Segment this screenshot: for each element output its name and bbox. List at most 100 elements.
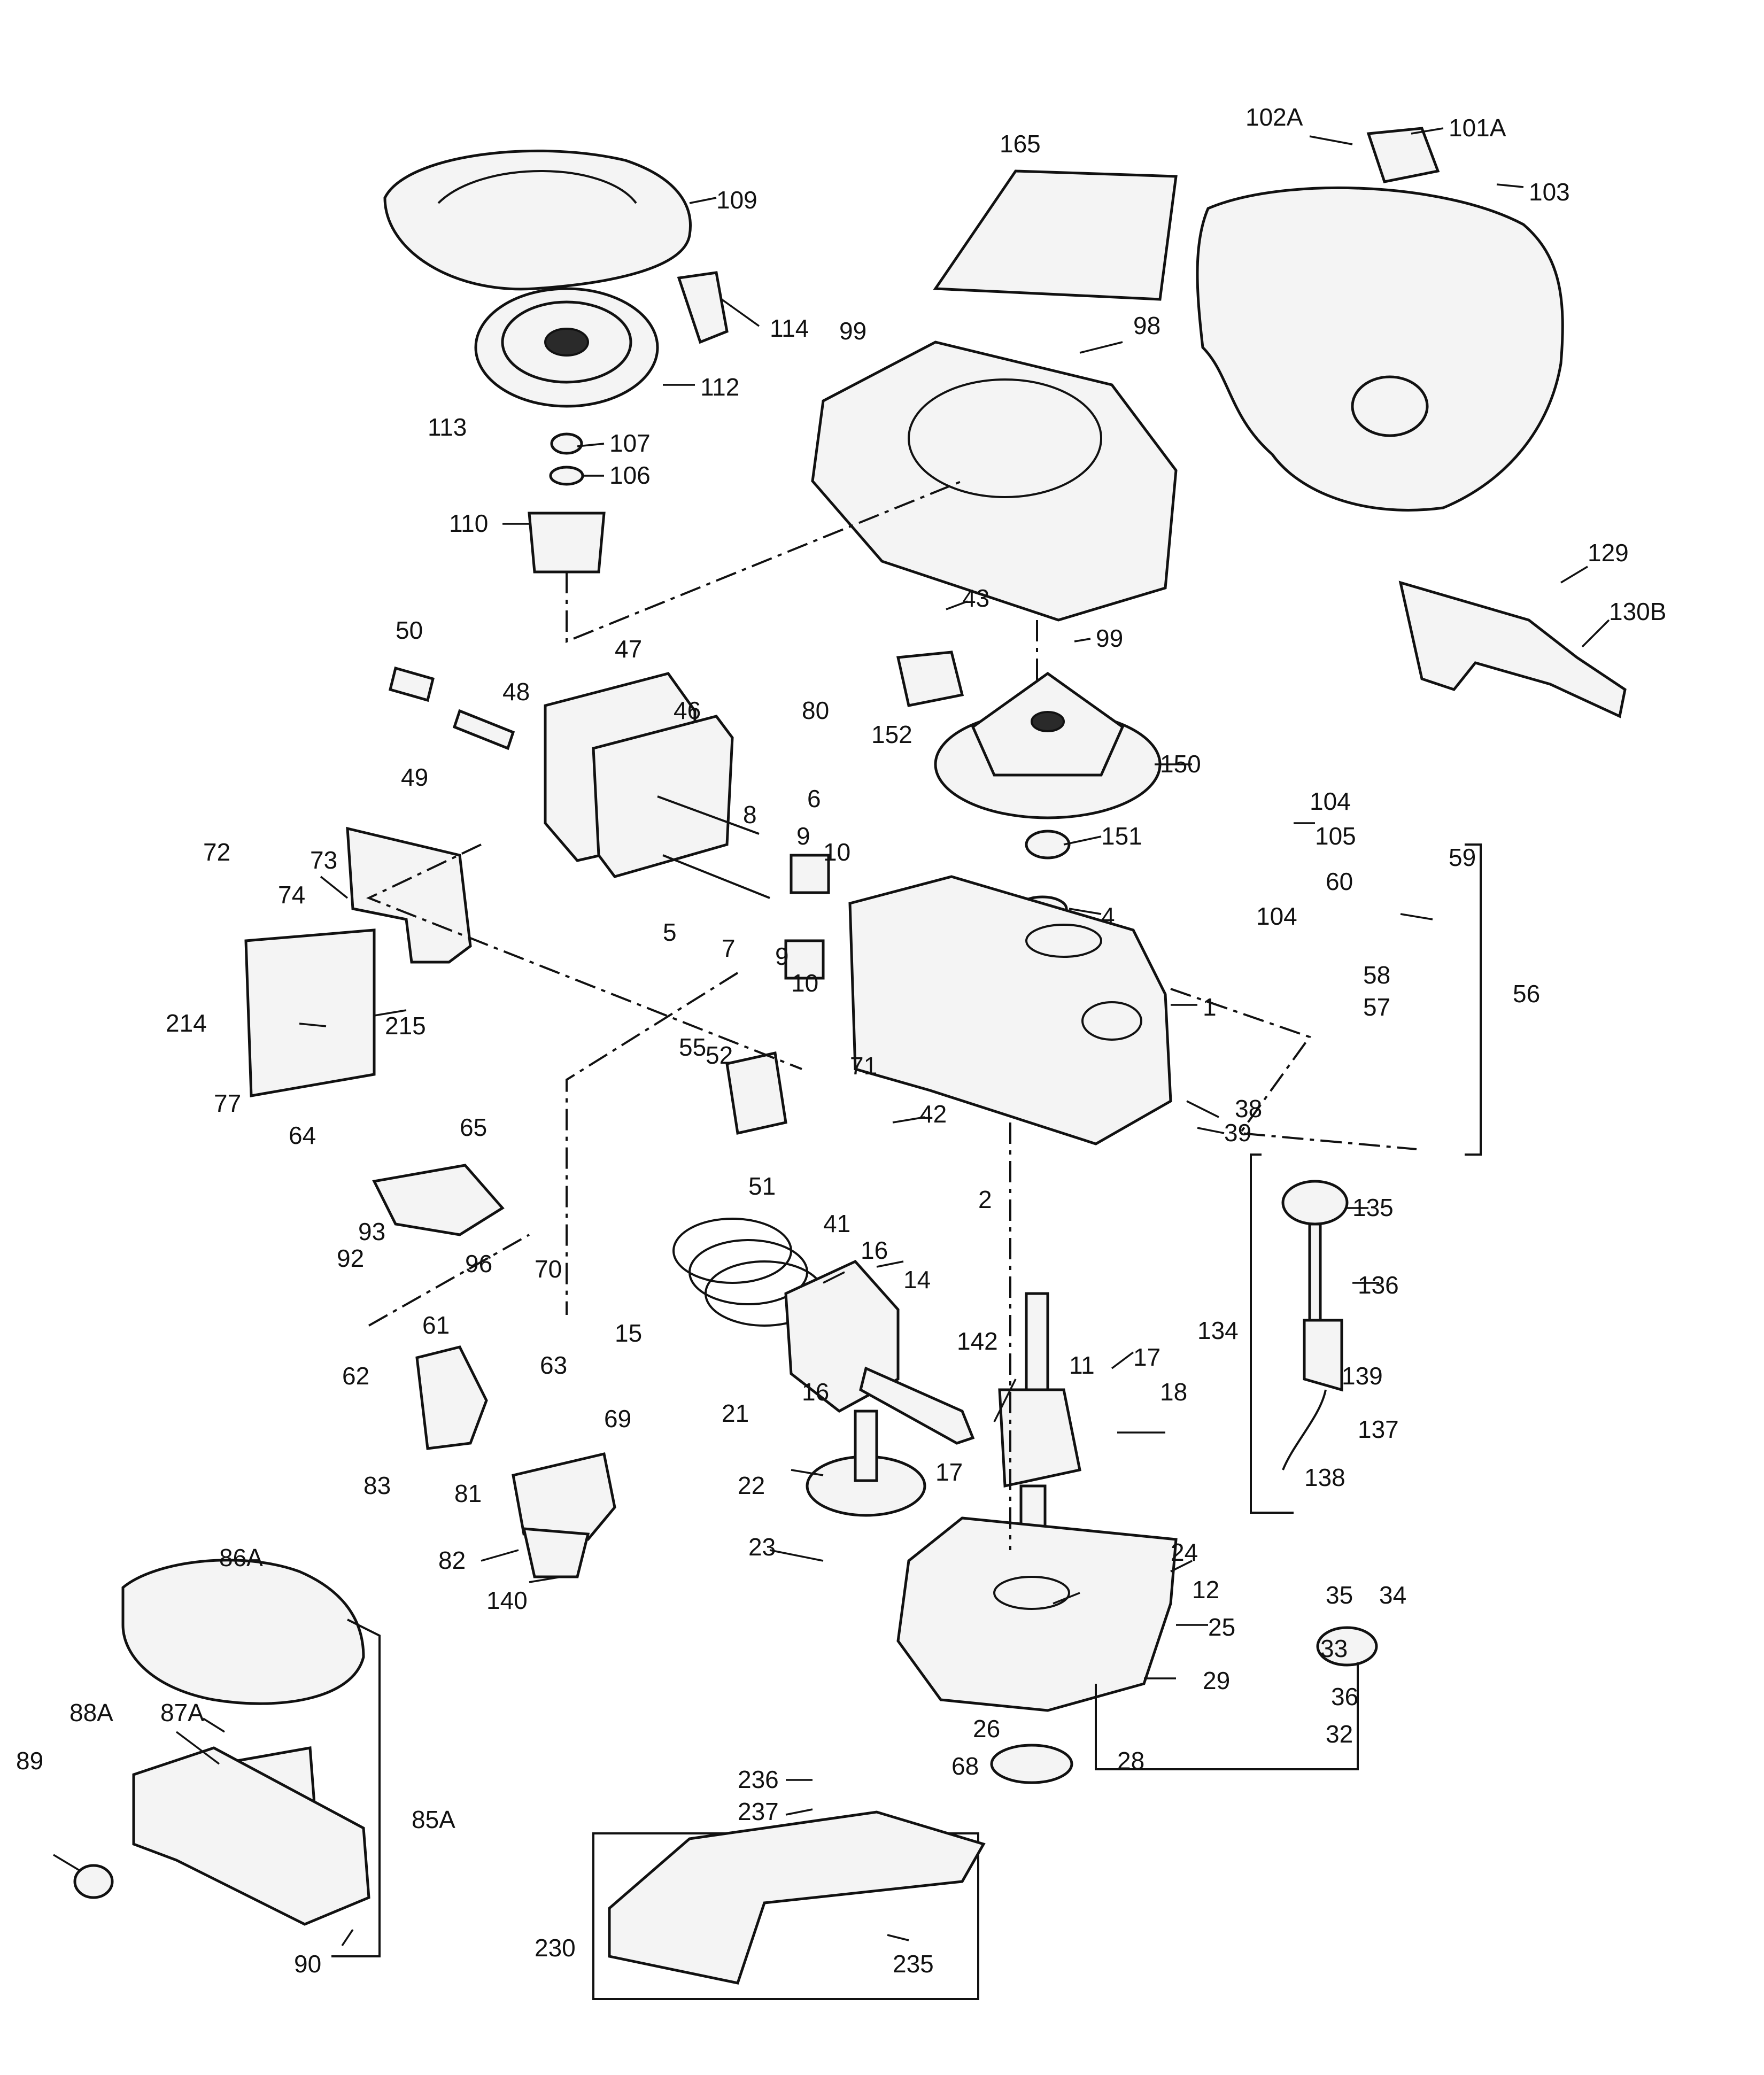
part-label: 7	[722, 934, 736, 962]
part-label: 103	[1529, 178, 1570, 206]
part-label: 104	[1256, 902, 1297, 930]
part-230-bracket	[608, 1810, 986, 1985]
part-label: 140	[486, 1586, 528, 1614]
part-130b-bracket	[1398, 580, 1627, 718]
part-73-muffler	[346, 826, 472, 964]
part-label: 152	[871, 721, 912, 748]
part-label: 35	[1326, 1581, 1353, 1609]
part-label: 32	[1326, 1720, 1353, 1748]
part-150-flywheel	[934, 671, 1162, 819]
part-label: 12	[1192, 1576, 1219, 1604]
part-label: 51	[748, 1172, 776, 1200]
part-label: 61	[422, 1311, 450, 1339]
part-label: 150	[1160, 750, 1201, 778]
part-label: 9	[796, 822, 810, 850]
part-68-ring	[990, 1744, 1073, 1784]
part-label: 1	[1203, 993, 1217, 1021]
leader-lines	[53, 127, 1610, 1946]
part-label: 109	[716, 186, 757, 214]
part-label: 16	[802, 1378, 829, 1406]
part-33-gear	[1316, 1626, 1378, 1667]
part-label: 28	[1117, 1747, 1144, 1775]
part-label: 59	[1449, 843, 1476, 871]
part-label: 235	[893, 1950, 934, 1978]
part-label: 99	[1096, 624, 1123, 652]
part-51-gasket	[725, 1051, 787, 1135]
part-label: 82	[438, 1546, 466, 1574]
assembly-lines	[366, 480, 1417, 1550]
part-151-ring	[1025, 830, 1071, 860]
part-48-spark-plug	[452, 709, 515, 750]
part-label: 36	[1331, 1683, 1358, 1710]
part-88a-base	[132, 1746, 370, 1926]
part-label: 10	[823, 838, 850, 866]
part-label: 62	[342, 1362, 369, 1390]
part-label: 73	[310, 846, 337, 874]
part-label: 55	[679, 1033, 706, 1061]
part-label: 72	[203, 838, 230, 866]
part-label: 46	[674, 696, 701, 724]
part-17-rod	[859, 1366, 975, 1445]
part-165-decal	[933, 169, 1178, 301]
part-114-handle	[677, 271, 729, 344]
part-152-ignition	[896, 651, 964, 707]
part-label: 34	[1379, 1581, 1406, 1609]
part-label: 52	[706, 1041, 733, 1069]
part-113-starter	[474, 287, 659, 408]
part-label: 151	[1101, 822, 1142, 850]
part-label: 90	[294, 1950, 321, 1978]
part-label: 47	[615, 635, 642, 663]
part-label: 165	[1000, 130, 1041, 158]
part-label: 21	[722, 1399, 749, 1427]
part-label: 25	[1208, 1613, 1235, 1641]
part-label: 236	[738, 1766, 779, 1793]
part-label: 2	[978, 1186, 992, 1213]
part-label: 15	[615, 1319, 642, 1347]
part-label: 41	[823, 1210, 850, 1237]
part-label: 11	[1069, 1351, 1095, 1379]
part-label: 87A	[160, 1699, 204, 1726]
part-label: 134	[1197, 1317, 1239, 1344]
part-label: 237	[738, 1798, 779, 1825]
part-89-ring	[73, 1864, 114, 1899]
part-label: 102A	[1245, 103, 1303, 131]
part-label: 92	[337, 1244, 364, 1272]
part-label: 136	[1358, 1271, 1399, 1299]
part-label: 5	[663, 918, 677, 946]
part-label: 23	[748, 1533, 776, 1561]
part-label: 98	[1133, 312, 1160, 339]
part-label: 57	[1363, 993, 1390, 1021]
part-label: 33	[1320, 1635, 1348, 1662]
part-label: 39	[1224, 1119, 1251, 1147]
part-label: 14	[903, 1266, 931, 1294]
part-label: 112	[700, 373, 739, 401]
part-label: 80	[802, 696, 829, 724]
part-label: 93	[358, 1218, 385, 1245]
part-6-valve	[657, 795, 760, 835]
part-label: 86A	[219, 1544, 263, 1571]
part-label: 138	[1304, 1464, 1345, 1491]
part-label: 230	[535, 1934, 576, 1962]
part-label: 137	[1358, 1415, 1399, 1443]
part-label: 70	[535, 1255, 562, 1283]
part-label: 89	[16, 1747, 43, 1775]
part-label: 135	[1352, 1194, 1394, 1221]
part-label: 139	[1342, 1362, 1383, 1390]
part-50-boot	[388, 666, 435, 702]
part-label: 4	[1101, 902, 1115, 930]
part-label: 77	[214, 1089, 241, 1117]
part-label: 214	[166, 1009, 207, 1037]
part-label: 50	[396, 616, 423, 644]
part-label: 110	[449, 509, 488, 537]
part-label: 42	[919, 1100, 947, 1128]
part-label: 113	[428, 413, 467, 441]
part-label: 65	[460, 1113, 487, 1141]
part-86a-cover	[121, 1559, 365, 1705]
part-label: 68	[951, 1752, 979, 1780]
part-label: 64	[289, 1121, 316, 1149]
part-label: 43	[962, 584, 989, 612]
part-label: 10	[791, 969, 818, 997]
part-label: 74	[278, 881, 305, 909]
part-label: 69	[604, 1405, 631, 1433]
